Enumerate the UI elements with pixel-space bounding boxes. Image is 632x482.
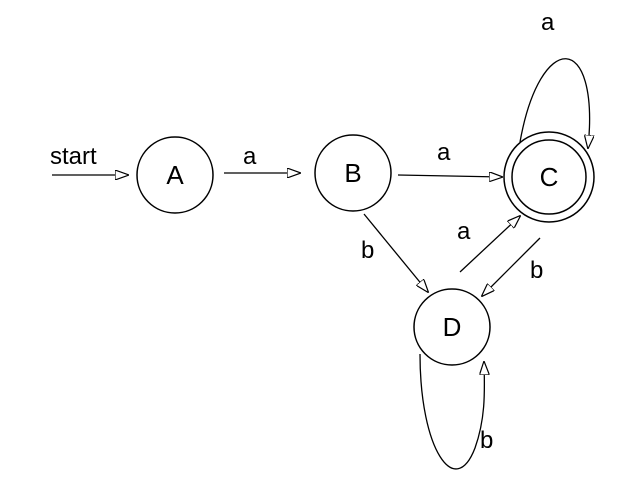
state-C-label: C bbox=[540, 162, 559, 192]
start-arrow: start bbox=[50, 143, 128, 175]
edge-B-C-label: a bbox=[437, 139, 451, 166]
state-D: D bbox=[413, 288, 491, 366]
edge-A-B: a bbox=[224, 143, 300, 173]
state-C: C bbox=[503, 131, 595, 223]
edge-D-C: a bbox=[457, 216, 520, 273]
state-D-label: D bbox=[443, 312, 462, 342]
state-A-label: A bbox=[166, 160, 184, 190]
state-B: B bbox=[314, 134, 392, 212]
edge-D-C-label: a bbox=[457, 218, 471, 245]
edge-D-D: b bbox=[419, 353, 493, 470]
edge-B-C: a bbox=[397, 139, 502, 177]
edge-C-C: a bbox=[519, 9, 590, 148]
state-B-label: B bbox=[344, 158, 361, 188]
edge-A-B-label: a bbox=[243, 143, 257, 170]
edge-C-D: b bbox=[482, 237, 543, 296]
edge-B-D-label: b bbox=[361, 237, 374, 264]
start-label: start bbox=[50, 143, 97, 170]
edge-C-D-label: b bbox=[530, 257, 543, 284]
state-A: A bbox=[136, 136, 214, 214]
edge-D-D-label: b bbox=[480, 427, 493, 454]
edge-C-C-label: a bbox=[541, 9, 555, 36]
edge-B-D: b bbox=[361, 213, 428, 292]
